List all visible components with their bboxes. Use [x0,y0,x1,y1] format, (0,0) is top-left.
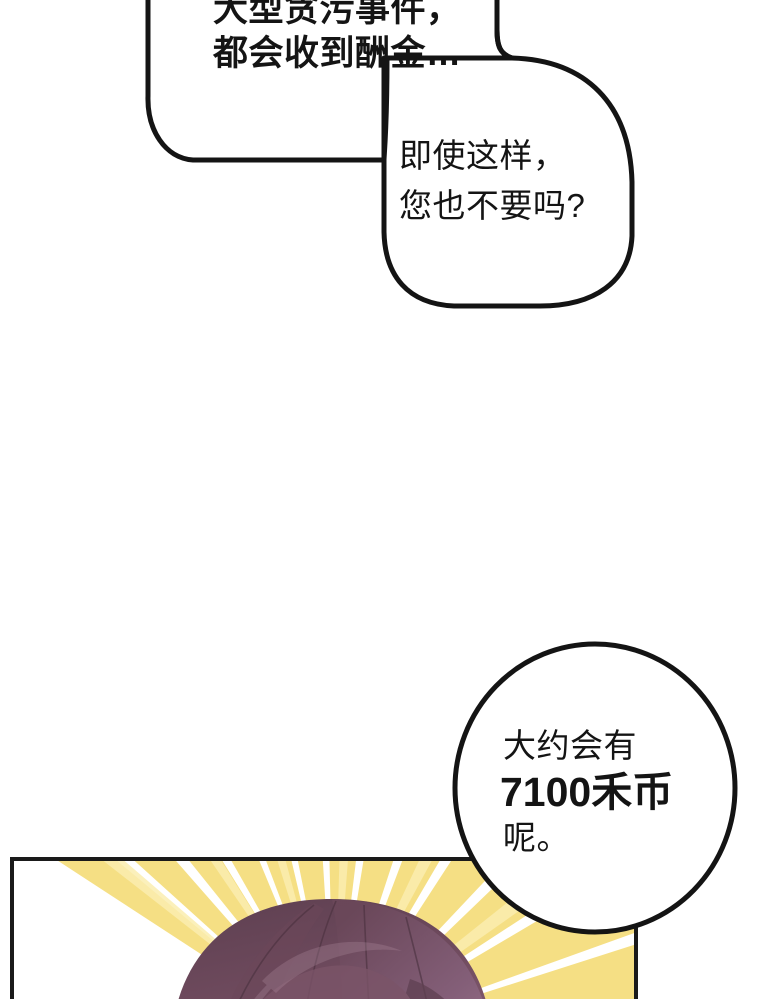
bubble-upper-line2: 都会收到酬金… [213,34,462,73]
character-head-art [178,899,486,999]
bubble-lower-line1: 大约会有 [503,727,637,764]
bubble-upper-line1: 大型贪污事件， [213,0,462,29]
bubble-upper-text: 大型贪污事件， 都会收到酬金… [213,0,462,76]
bubble-middle-text: 即使这样， 您也不要吗? [399,131,585,231]
bubble-lower-line2: 7100禾币 [500,769,674,815]
bubble-middle-line1: 即使这样， [399,137,567,174]
bubble-lower-shape [452,641,738,935]
bubble-lower-line3: 呢。 [503,819,570,856]
bubble-seam-edge-lower [381,55,515,163]
bubble-middle-line2: 您也不要吗? [399,187,586,224]
bubble-seam-mask [386,62,500,157]
